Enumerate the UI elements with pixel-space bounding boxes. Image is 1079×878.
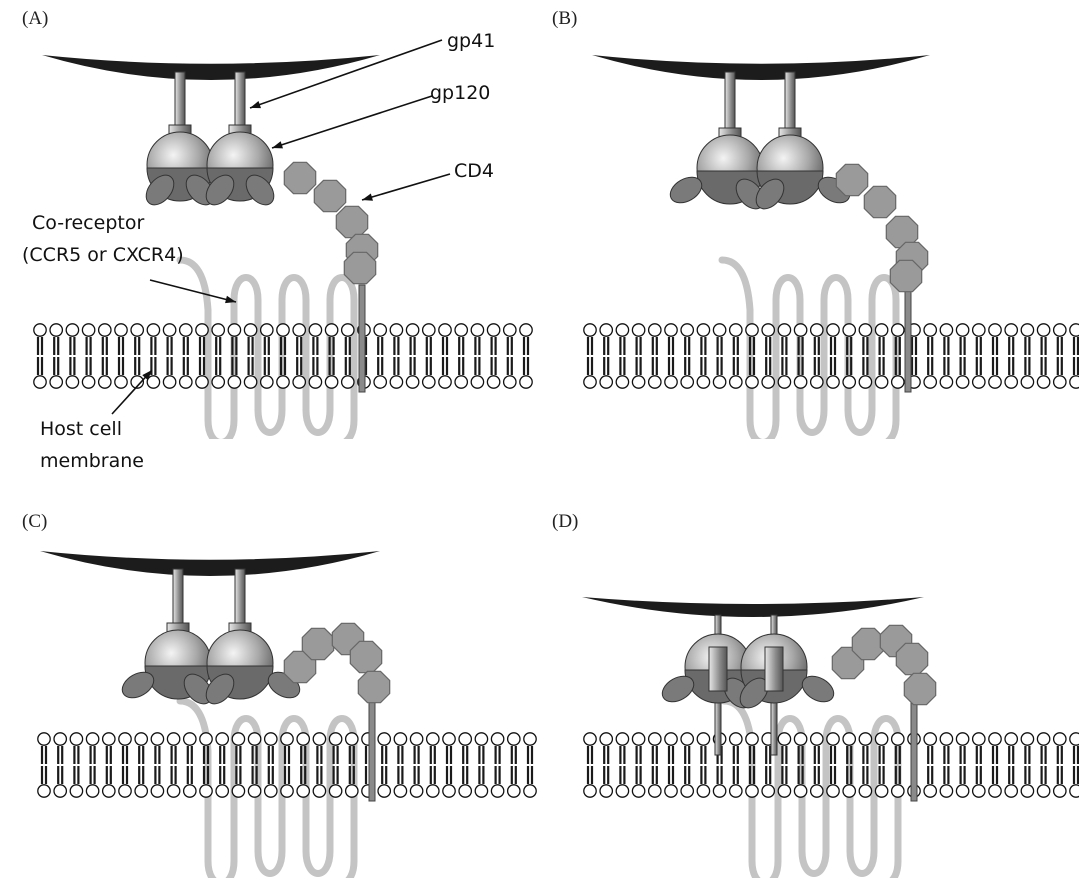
gp120-flap [801, 675, 835, 703]
host-cell-label-line1: Host cell [40, 418, 122, 439]
cd4-receptor [283, 622, 391, 802]
panel-a: (A) gp41 gp120 CD4 Co-receptor (CCR5 or … [0, 0, 540, 439]
panel-b-drawing [583, 55, 1079, 439]
virus-envelope [40, 551, 380, 576]
gp120-flap [661, 675, 695, 703]
coreceptor-arrow [149, 279, 237, 303]
gp120-arrow-head [272, 141, 283, 149]
host-cell-label-line2: membrane [40, 450, 144, 472]
cd4-arrow-head [362, 193, 373, 201]
coreceptor [718, 256, 900, 439]
gp120-gp41-unit [121, 568, 213, 705]
coreceptor [176, 256, 358, 439]
gp120-gp41-unit [755, 71, 851, 210]
membrane-arrow-head [142, 370, 152, 381]
cd4-receptor [831, 624, 937, 802]
gp120-flap [245, 174, 275, 206]
gp120-gp41-unit [205, 568, 301, 705]
coreceptor-arrow-head [225, 295, 236, 304]
gp120-flap [205, 174, 235, 206]
gp41-stem [234, 568, 246, 629]
gp41-helix [764, 646, 784, 692]
virus-envelope [582, 597, 924, 617]
gp41-stem [784, 71, 796, 134]
panel-b-letter: (B) [552, 8, 578, 29]
gp41-label: gp41 [447, 30, 496, 52]
coreceptor-label-line1: Co-receptor [32, 212, 145, 234]
lipid-bilayer [583, 323, 1079, 389]
gp41-helix [708, 646, 728, 692]
lipid-bilayer [583, 732, 1079, 798]
panel-a-letter: (A) [22, 8, 49, 29]
gp120-gp41-unit [739, 614, 835, 756]
panel-c-drawing [37, 551, 537, 878]
cd4-arrow [361, 173, 451, 201]
gp120-gp41-unit [205, 71, 275, 206]
virus-envelope [42, 55, 380, 80]
gp120-flap [755, 178, 785, 210]
lipid-bilayer [33, 323, 533, 389]
gp41-stem [174, 71, 186, 131]
gp120-flap [121, 671, 155, 699]
cd4-receptor [835, 163, 929, 393]
gp41-arrow [249, 39, 443, 109]
panel-c: (C) [0, 439, 540, 878]
panel-d-drawing [582, 597, 1079, 878]
cd4-label: CD4 [454, 160, 494, 182]
gp120-arrow [271, 95, 433, 149]
gp41-stem [234, 71, 246, 131]
panel-c-letter: (C) [22, 511, 48, 532]
panel-a-drawing [33, 39, 533, 439]
gp41-arrow-head [250, 100, 261, 109]
gp41-stem [724, 71, 736, 134]
gp120-gp41-unit [669, 71, 765, 210]
panel-d: (D) [540, 439, 1079, 878]
lipid-bilayer [37, 732, 537, 798]
coreceptor [720, 697, 902, 878]
panel-d-letter: (D) [552, 511, 579, 532]
gp120-label: gp120 [430, 82, 491, 104]
gp120-gp41-unit [145, 71, 215, 206]
cd4-receptor [283, 161, 379, 393]
gp41-stem [172, 568, 184, 629]
gp120-flap [669, 176, 703, 204]
coreceptor-label-line2: (CCR5 or CXCR4) [22, 244, 184, 266]
virus-envelope [592, 55, 930, 80]
panel-b: (B) [540, 0, 1079, 439]
gp120-flap [145, 174, 175, 206]
gp120-flap [205, 673, 235, 705]
